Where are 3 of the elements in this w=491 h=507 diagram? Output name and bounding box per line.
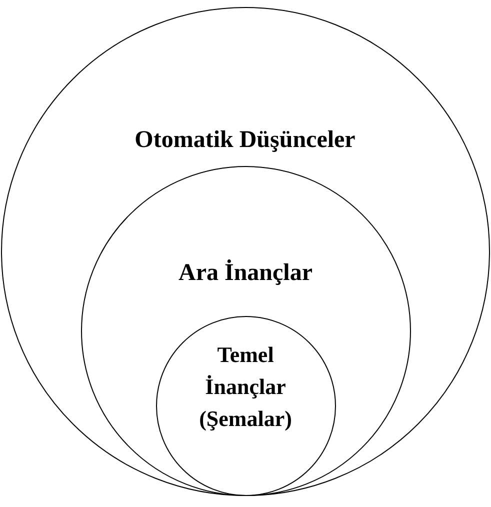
circle-label: Ara İnançlar xyxy=(178,258,314,288)
circle-label: Otomatik Düşünceler xyxy=(134,126,356,155)
circle-label: Temel İnançlar (Şemalar) xyxy=(198,341,293,433)
